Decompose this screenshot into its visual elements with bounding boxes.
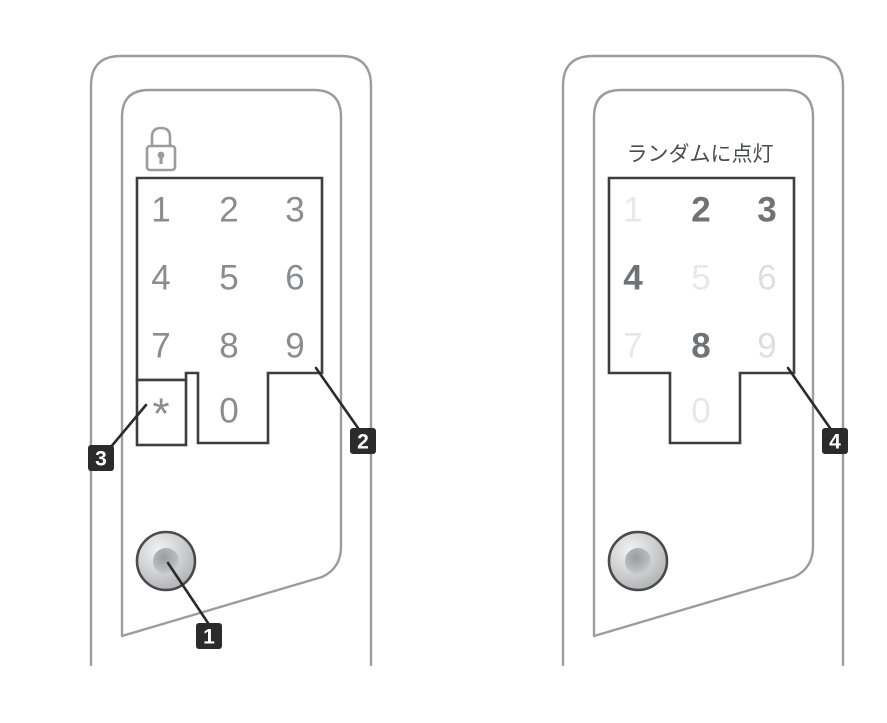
- callout-4-leader: [786, 366, 832, 430]
- callout-1-number: 1: [203, 626, 215, 649]
- left-key-2[interactable]: 2: [219, 191, 238, 230]
- left-key-4[interactable]: 4: [151, 259, 170, 298]
- callout-4-number: 4: [829, 431, 841, 454]
- left-outer-frame: [89, 54, 373, 667]
- lock-icon: [145, 126, 177, 172]
- right-inner-frame: [592, 88, 815, 638]
- right-outer-frame: [561, 54, 845, 667]
- left-key-9[interactable]: 9: [285, 327, 304, 366]
- keypad-lock-left: 1 2 3 4 5 6 7 8 9 * 0 1 2 3: [88, 54, 376, 667]
- left-key-8[interactable]: 8: [219, 327, 238, 366]
- left-key-5[interactable]: 5: [219, 259, 238, 298]
- callout-3-leader: [108, 403, 148, 450]
- left-key-1[interactable]: 1: [151, 191, 170, 230]
- right-key-1[interactable]: 1: [623, 191, 642, 230]
- right-key-2[interactable]: 2: [691, 191, 710, 230]
- right-key-6[interactable]: 6: [757, 259, 776, 298]
- callout-3-number: 3: [95, 448, 107, 471]
- random-light-label: ランダムに点灯: [627, 142, 774, 166]
- callout-4-badge: [822, 428, 848, 454]
- right-key-4[interactable]: 4: [623, 259, 643, 298]
- callout-2-badge: [350, 428, 376, 454]
- right-key-9[interactable]: 9: [757, 327, 776, 366]
- left-key-3[interactable]: 3: [285, 191, 304, 230]
- right-key-7[interactable]: 7: [623, 327, 642, 366]
- left-key-6[interactable]: 6: [285, 259, 304, 298]
- left-key-asterisk-glyph[interactable]: *: [152, 390, 169, 439]
- left-key-7[interactable]: 7: [151, 327, 170, 366]
- callout-2-number: 2: [357, 431, 369, 454]
- callout-3-badge: [88, 445, 114, 471]
- callout-2-leader: [314, 366, 360, 430]
- right-key-8[interactable]: 8: [691, 327, 710, 366]
- left-asterisk-key[interactable]: [135, 378, 188, 447]
- right-key-5[interactable]: 5: [691, 259, 710, 298]
- keypad-lock-right: ランダムに点灯 1 2 3 4 5 6 7 8 9 0 4: [561, 54, 848, 667]
- left-inner-frame: [120, 88, 343, 638]
- left-thumb-turn-knob[interactable]: [135, 530, 197, 592]
- callout-1-leader: [166, 561, 210, 625]
- callout-1-badge: [196, 623, 222, 649]
- left-key-0[interactable]: 0: [219, 392, 238, 431]
- right-key-0[interactable]: 0: [691, 392, 710, 431]
- right-thumb-turn-knob[interactable]: [607, 530, 669, 592]
- right-key-3[interactable]: 3: [757, 191, 776, 230]
- right-keypad-panel[interactable]: [607, 176, 796, 445]
